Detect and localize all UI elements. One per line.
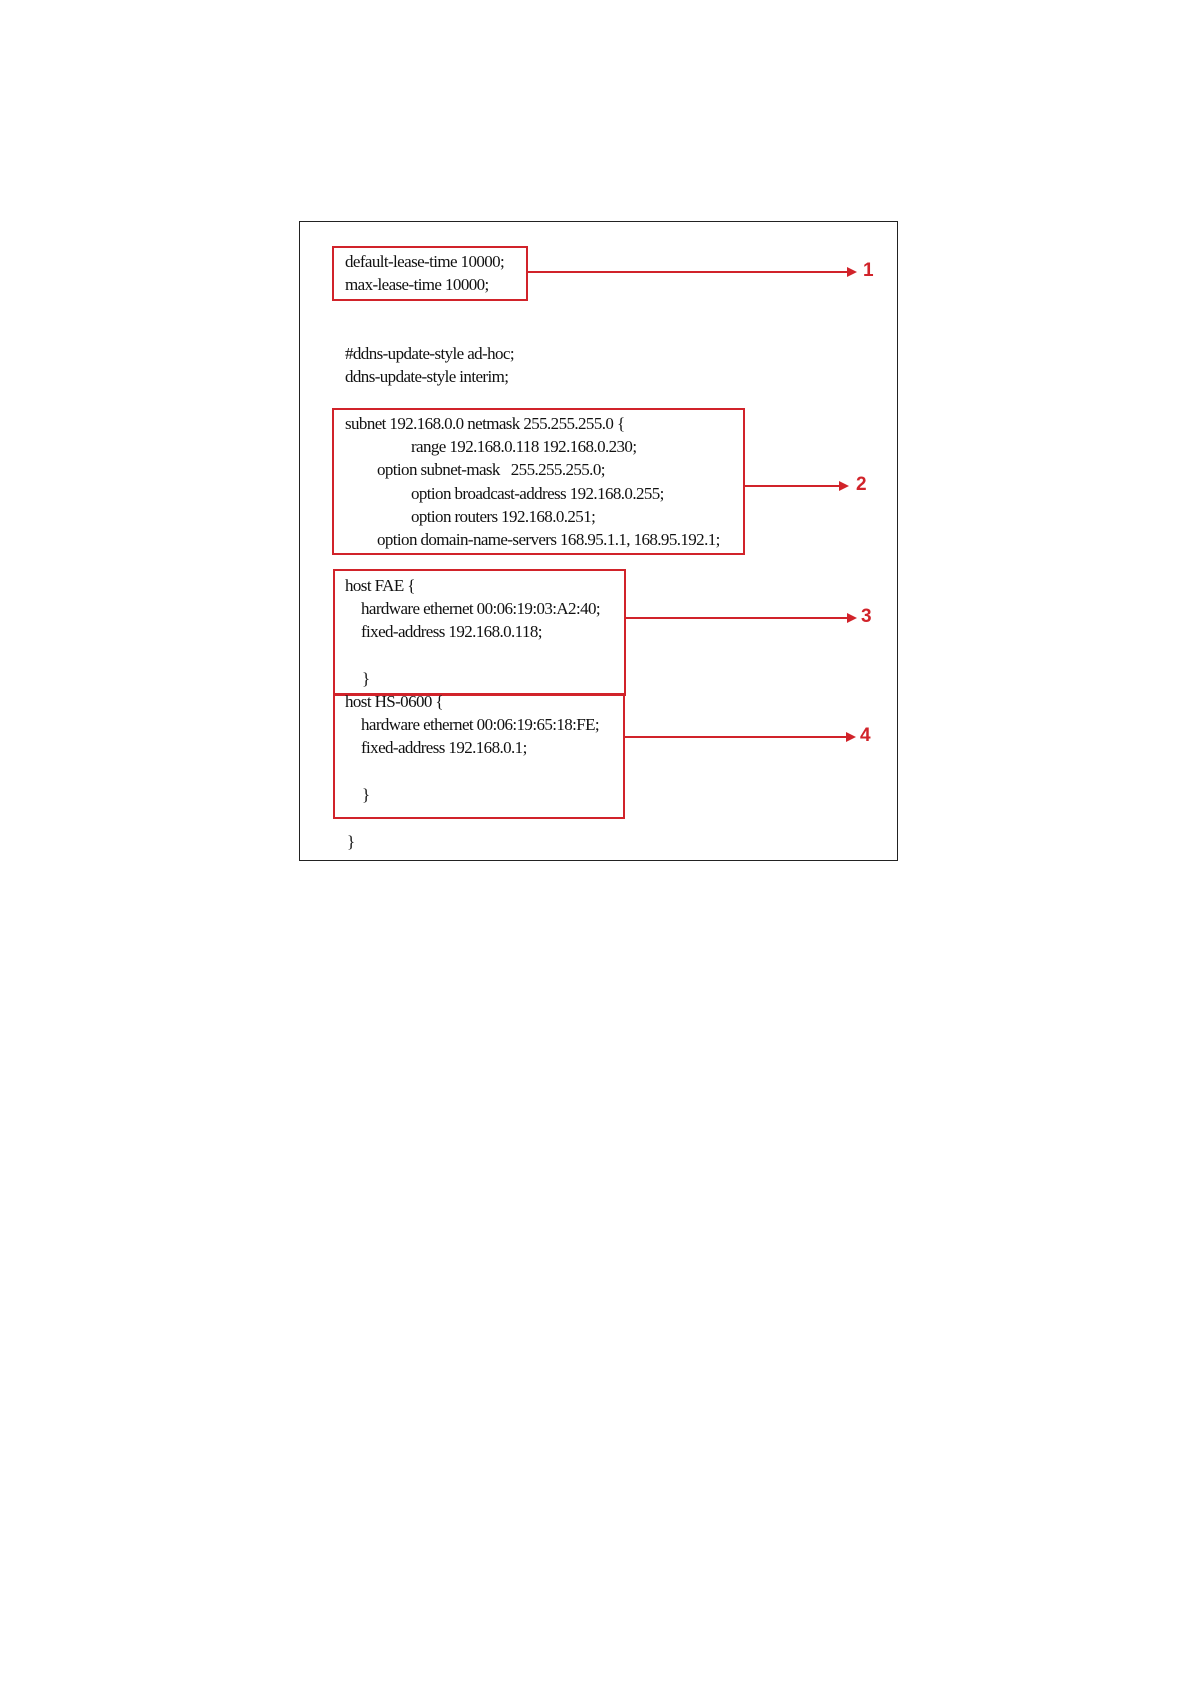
callout-number-3: 3 xyxy=(861,606,872,627)
code-line-range: range 192.168.0.118 192.168.0.230; xyxy=(411,437,637,456)
code-line-fae-fixed-address: fixed-address 192.168.0.118; xyxy=(361,622,542,641)
callout-arrow-1 xyxy=(528,271,848,273)
highlight-box-subnet xyxy=(332,408,745,555)
code-line-fae-close: } xyxy=(362,669,370,688)
code-line-max-lease-time: max-lease-time 10000; xyxy=(345,275,489,294)
highlight-box-host-fae xyxy=(333,569,626,696)
highlight-box-lease-times xyxy=(332,246,528,301)
callout-number-4: 4 xyxy=(860,725,871,746)
code-line-fae-hardware: hardware ethernet 00:06:19:03:A2:40; xyxy=(361,599,601,618)
callout-number-1: 1 xyxy=(863,260,874,281)
code-line-subnet-close: } xyxy=(347,832,355,851)
callout-number-2: 2 xyxy=(856,474,867,495)
code-line-default-lease-time: default-lease-time 10000; xyxy=(345,252,505,271)
code-line-dns-servers: option domain-name-servers 168.95.1.1, 1… xyxy=(377,530,720,549)
code-line-host-hs0600: host HS-0600 { xyxy=(345,692,444,711)
code-line-hs0600-hardware: hardware ethernet 00:06:19:65:18:FE; xyxy=(361,715,600,734)
config-figure-frame: default-lease-time 10000; max-lease-time… xyxy=(299,221,898,861)
callout-arrow-2 xyxy=(745,485,840,487)
code-line-routers: option routers 192.168.0.251; xyxy=(411,507,596,526)
code-line-hs0600-fixed-address: fixed-address 192.168.0.1; xyxy=(361,738,527,757)
code-line-subnet: subnet 192.168.0.0 netmask 255.255.255.0… xyxy=(345,414,625,433)
callout-arrowhead-4 xyxy=(846,732,856,742)
highlight-box-host-hs0600 xyxy=(333,693,625,819)
callout-arrowhead-2 xyxy=(839,481,849,491)
code-line-ddns-style: ddns-update-style interim; xyxy=(345,367,509,386)
code-line-hs0600-close: } xyxy=(362,785,370,804)
callout-arrow-4 xyxy=(625,736,847,738)
callout-arrowhead-1 xyxy=(847,267,857,277)
callout-arrow-3 xyxy=(626,617,848,619)
code-line-broadcast: option broadcast-address 192.168.0.255; xyxy=(411,484,664,503)
code-line-ddns-comment: #ddns-update-style ad-hoc; xyxy=(345,344,515,363)
code-line-subnet-mask: option subnet-mask 255.255.255.0; xyxy=(377,460,605,479)
callout-arrowhead-3 xyxy=(847,613,857,623)
code-line-host-fae: host FAE { xyxy=(345,576,415,595)
